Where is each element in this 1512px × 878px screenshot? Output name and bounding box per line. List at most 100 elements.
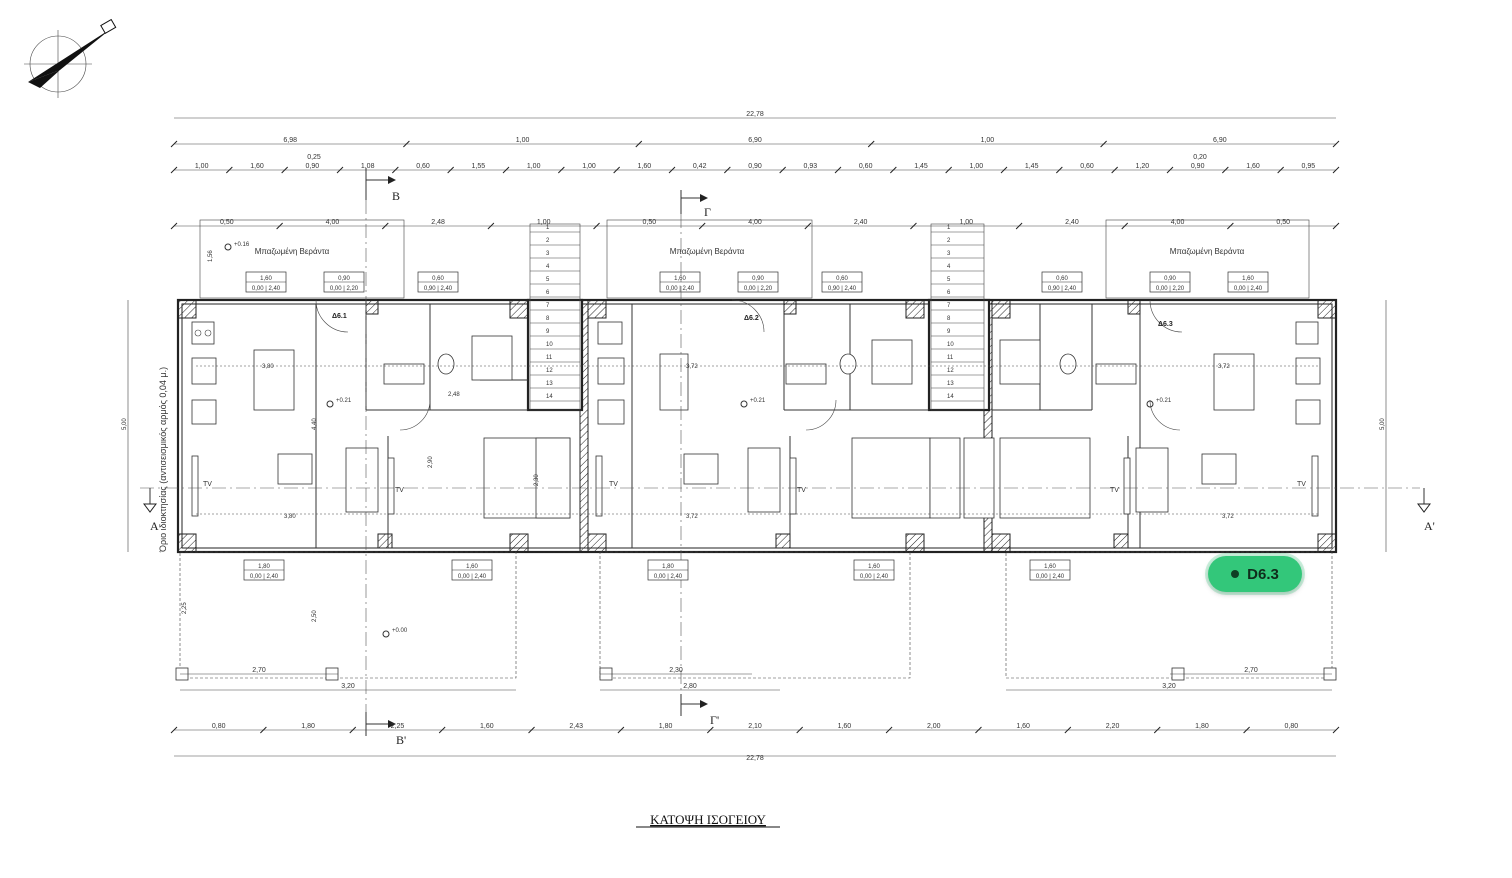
win-top-width-6: 0,60	[836, 276, 848, 282]
dim-bottom-12: 1,80	[1195, 723, 1209, 730]
dim-bottom-9: 2,00	[927, 723, 941, 730]
win-bottom-width-2: 1,60	[466, 564, 478, 570]
vdim-veranda: 1,56	[208, 250, 214, 262]
dim-bottom-7: 2,10	[748, 723, 762, 730]
stair-step-1-9: 9	[546, 329, 550, 335]
win-bottom-height-5: 0,00 | 2,40	[1036, 574, 1065, 580]
dim-top-seg-4: 1,00	[981, 137, 995, 144]
dim-top-small-18: 1,20	[1136, 163, 1150, 170]
stair-step-1-2: 2	[546, 238, 550, 244]
gardens: 2,703,202,302,802,703,20	[175, 551, 1337, 691]
win-top-width-1: 1,60	[260, 276, 272, 282]
section-label-a-prime: Α'	[1424, 519, 1435, 533]
dim-top-small-9: 1,60	[638, 163, 652, 170]
win-top-height-8: 0,00 | 2,20	[1156, 286, 1185, 292]
dim-bottom-4: 1,60	[480, 723, 494, 730]
stair-step-2-2: 2	[947, 238, 951, 244]
level-floor-2: +0.21	[750, 398, 766, 404]
dim-top-seg-2: 1,00	[516, 137, 530, 144]
room-dim-7: 3,72	[1222, 514, 1234, 520]
vdim-room-1: 4,40	[312, 418, 318, 430]
stair-step-1-4: 4	[546, 264, 550, 270]
dim-top-small-7: 1,00	[527, 163, 541, 170]
stair-step-2-7: 7	[947, 303, 951, 309]
dim-top-small-19: 0,90	[1191, 163, 1205, 170]
dim-top-seg-3: 6,90	[748, 137, 762, 144]
stair-step-1-13: 13	[546, 381, 553, 387]
tv-label-2: TV	[395, 487, 404, 494]
vdim-room-3: 2,30	[534, 474, 540, 486]
dim-veranda-10: 4,00	[1171, 219, 1185, 226]
win-top-width-3: 0,60	[432, 276, 444, 282]
tv-label-4: TV	[797, 487, 806, 494]
section-marker-g-bottom: Γ'	[680, 694, 719, 727]
apartment-label-3: Δ6.3	[1158, 321, 1173, 328]
dim-garden-5: 2,70	[1244, 667, 1258, 674]
dim-garden-1: 2,70	[252, 667, 266, 674]
dim-top-small-10: 0,42	[693, 163, 707, 170]
win-bottom-height-1: 0,00 | 2,40	[250, 574, 279, 580]
tv-label-6: TV	[1297, 481, 1306, 488]
stair-step-1-11: 11	[546, 355, 553, 361]
dim-top-small-3: 0,90	[306, 163, 320, 170]
win-top-height-7: 0,90 | 2,40	[1048, 286, 1077, 292]
vdim-left: 5,00	[122, 418, 128, 430]
tv-label-3: TV	[609, 481, 618, 488]
unit-badge-d6-3[interactable]: D6.3	[1208, 556, 1302, 592]
dim-bottom-8: 1,60	[838, 723, 852, 730]
dim-top-small-11: 0,90	[748, 163, 762, 170]
win-top-height-2: 0,00 | 2,20	[330, 286, 359, 292]
section-label-a: Α	[150, 519, 159, 533]
unit-badge-label: D6.3	[1247, 565, 1279, 583]
section-label-b: B	[392, 189, 400, 203]
dim-top-small-1: 1,00	[195, 163, 209, 170]
dim-top-small-13: 0,60	[859, 163, 873, 170]
stair-step-1-14: 14	[546, 394, 553, 400]
stair-step-2-5: 5	[947, 277, 951, 283]
dim-garden-2: 3,20	[341, 683, 355, 690]
dim-veranda-9: 2,40	[1065, 219, 1079, 226]
apartment-label-1: Δ6.1	[332, 313, 347, 320]
veranda-label-2: Μπαζωμένη Βεράντα	[670, 247, 745, 256]
vdim-right: 5,00	[1380, 418, 1386, 430]
dim-veranda-5: 0,50	[643, 219, 657, 226]
win-top-width-8: 0,90	[1164, 276, 1176, 282]
dim-veranda-1: 0,50	[220, 219, 234, 226]
win-top-height-3: 0,90 | 2,40	[424, 286, 453, 292]
win-top-width-5: 0,90	[752, 276, 764, 282]
dim-veranda-3: 2,48	[431, 219, 445, 226]
dim-bottom-5: 2,43	[569, 723, 583, 730]
dim-top-seg-5: 6,90	[1213, 137, 1227, 144]
room-dimensions: 3,80 3,72 3,72 2,48 3,80 3,72 3,72	[196, 364, 1318, 520]
win-top-width-4: 1,60	[674, 276, 686, 282]
win-bottom-width-3: 1,80	[662, 564, 674, 570]
dim-bottom-3: 2,25	[391, 723, 405, 730]
stair-step-2-8: 8	[947, 316, 951, 322]
dim-top-small-20: 1,60	[1246, 163, 1260, 170]
stair-step-1-12: 12	[546, 368, 553, 374]
dim-bottom-2: 1,80	[301, 723, 315, 730]
section-marker-g-top: Γ	[680, 190, 711, 219]
dim-garden-3: 2,30	[669, 667, 683, 674]
dim-top-extra-1: 0,25	[307, 154, 321, 161]
stair-step-2-13: 13	[947, 381, 954, 387]
stair-step-2-3: 3	[947, 251, 951, 257]
dim-top-extra-2: 0,20	[1193, 154, 1207, 161]
dim-top-small-8: 1,00	[582, 163, 596, 170]
room-dim-3: 3,72	[1218, 364, 1230, 370]
dim-bottom-1: 0,80	[212, 723, 226, 730]
vertical-dimensions: 5,00 5,00 1,56 4,40 2,90 2,30 2,25 2,50	[122, 250, 1387, 622]
stair-step-1-7: 7	[546, 303, 550, 309]
north-arrow-icon	[24, 18, 117, 98]
dim-bottom-6: 1,80	[659, 723, 673, 730]
stair-step-2-12: 12	[947, 368, 954, 374]
stair-step-1-10: 10	[546, 342, 553, 348]
win-bottom-height-4: 0,00 | 2,40	[860, 574, 889, 580]
win-top-width-7: 0,60	[1056, 276, 1068, 282]
room-dim-6: 3,72	[686, 514, 698, 520]
stair-step-1-3: 3	[546, 251, 550, 257]
apartment-label-2: Δ6.2	[744, 315, 759, 322]
